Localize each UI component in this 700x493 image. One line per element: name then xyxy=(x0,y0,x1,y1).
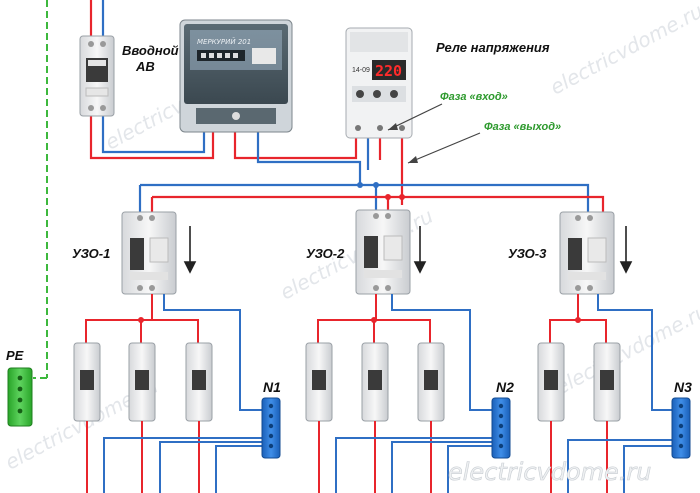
input-breaker xyxy=(79,35,115,117)
pe-label: PE xyxy=(6,348,24,363)
phase-arrows xyxy=(387,103,481,164)
neutral-busbar-1 xyxy=(261,397,281,459)
n3-label: N3 xyxy=(674,379,692,395)
rcd-3 xyxy=(559,211,615,295)
outgoing-lines xyxy=(86,421,672,493)
lower-wiring xyxy=(85,294,672,411)
rcd-2 xyxy=(355,209,411,295)
relay-label: Реле напряжения xyxy=(436,40,550,55)
voltage-relay xyxy=(345,27,413,139)
neutral-busbar-3 xyxy=(671,397,691,459)
watermark-3: electricvdome.ru xyxy=(546,0,700,99)
pe-conductor xyxy=(33,0,48,379)
n1-label: N1 xyxy=(263,379,281,395)
top-junctions xyxy=(357,182,379,188)
rcd-arrows xyxy=(183,226,633,274)
n2-label: N2 xyxy=(496,379,514,395)
pe-busbar xyxy=(7,367,33,427)
relay-model: 14-09 xyxy=(352,67,370,74)
input-breaker-label-2: АВ xyxy=(135,59,155,74)
energy-meter xyxy=(179,19,293,133)
rcd-1-label: УЗО-1 xyxy=(72,246,110,261)
relay-display: 220 xyxy=(375,62,402,80)
input-breaker-label-1: Вводной xyxy=(122,43,179,58)
site-watermark: electricvdome.ru xyxy=(448,458,652,486)
top-wiring xyxy=(89,0,605,212)
neutral-busbar-2 xyxy=(491,397,511,459)
rcd-2-label: УЗО-2 xyxy=(306,246,345,261)
branch-breakers xyxy=(73,342,621,422)
meter-brand: МЕРКУРИЙ 201 xyxy=(197,37,251,46)
rcd-3-label: УЗО-3 xyxy=(508,246,547,261)
phase-in-label: Фаза «вход» xyxy=(440,91,508,103)
rcd-1 xyxy=(121,211,177,295)
phase-out-label: Фаза «выход» xyxy=(484,121,561,133)
